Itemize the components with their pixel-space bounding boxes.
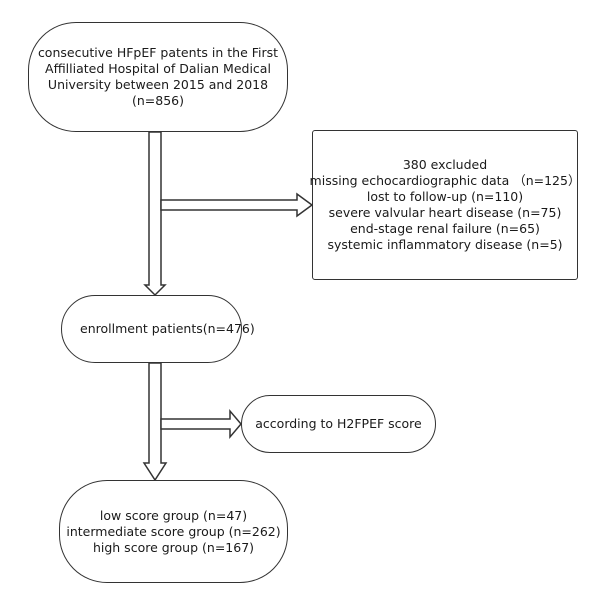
enrolled-label: enrollment patients(n=476) (80, 321, 255, 336)
group-line-2: intermediate score group (n=262) (66, 523, 281, 539)
cohort-line-1: consecutive HFpEF patents in the First (37, 45, 279, 60)
excluded-line-6: systemic inflammatory disease (n=5) (327, 237, 563, 252)
excluded-box: 380 excluded missing echocardiographic d… (309, 130, 581, 280)
cohort-line-2: Affilliated Hospital of Dalian Medical (45, 61, 271, 76)
arrow-right-1 (160, 192, 314, 218)
enrolled-box: enrollment patients(n=476) (61, 295, 255, 363)
excluded-line-3: lost to follow-up (n=110) (366, 189, 524, 204)
excluded-line-2: missing echocardiographic data （n=125） (309, 173, 581, 188)
group-line-3: high score group (n=167) (92, 539, 255, 555)
cohort-line-3: University between 2015 and 2018 (47, 77, 269, 92)
score-groups-box: low score group (n=47) intermediate scor… (59, 480, 288, 583)
cohort-box: consecutive HFpEF patents in the First A… (28, 22, 288, 132)
excluded-line-1: 380 excluded (402, 157, 488, 172)
group-line-1: low score group (n=47) (99, 507, 248, 523)
arrow-right-2 (160, 408, 242, 440)
arrow-down-2 (142, 362, 168, 482)
excluded-line-4: severe valvular heart disease (n=75) (328, 205, 562, 220)
stratification-box: according to H2FPEF score (241, 395, 436, 453)
cohort-line-4: (n=856) (131, 93, 184, 108)
excluded-line-5: end-stage renal failure (n=65) (350, 221, 540, 236)
stratification-label: according to H2FPEF score (255, 416, 422, 431)
arrow-down-1 (143, 131, 167, 297)
